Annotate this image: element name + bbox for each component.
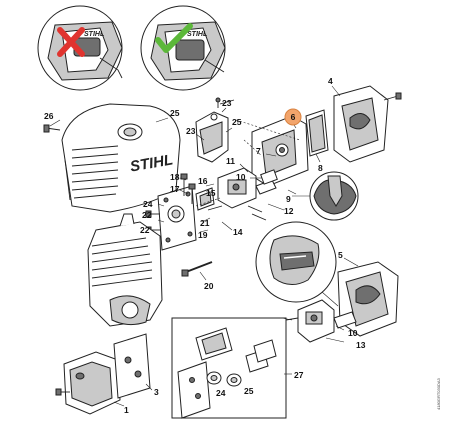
choke-knob-magnified [255, 221, 339, 307]
callout-6: 6 [291, 112, 296, 122]
muffler-gasket [113, 333, 151, 399]
callout-15: 15 [206, 188, 216, 198]
callout-17: 17 [170, 184, 180, 194]
callout-13: 13 [356, 340, 366, 350]
filter-cover-23 [195, 97, 235, 163]
callout-24: 24 [143, 199, 153, 209]
callout-27: 27 [294, 370, 304, 380]
air-filter-element [305, 109, 329, 157]
callout-5: 5 [338, 250, 343, 260]
callout-24-set: 24 [216, 388, 226, 398]
callout-20: 20 [204, 281, 214, 291]
callout-4: 4 [328, 76, 333, 86]
document-code: 4180GRT030DA3 [436, 378, 441, 411]
callout-14: 14 [233, 227, 243, 237]
engine-shroud: STIHL [61, 103, 181, 213]
engine-block [87, 213, 163, 327]
bolts-18-19 [180, 173, 196, 204]
rod-20 [181, 261, 213, 277]
callout-8: 8 [318, 163, 323, 173]
callout-25: 25 [170, 108, 180, 118]
filter-cover-4 [333, 85, 402, 163]
callout-16: 16 [198, 176, 208, 186]
callout-25-set: 25 [244, 386, 254, 396]
correct-orientation-inset: STIHL [140, 5, 226, 91]
callout-10: 10 [236, 172, 246, 182]
callout-12: 12 [284, 206, 294, 216]
callout-18: 18 [170, 172, 180, 182]
leader-lines [49, 85, 359, 407]
callout-22-lower: 22 [140, 225, 150, 235]
callout-1: 1 [124, 405, 129, 415]
shroud-screw-26 [43, 124, 61, 133]
muffler [55, 351, 121, 415]
callout-23: 23 [222, 98, 232, 108]
wrong-cross-icon [57, 27, 85, 57]
wrong-inset-brand: STIHL [84, 31, 104, 38]
correct-check-icon [155, 23, 193, 53]
callout-21: 21 [200, 218, 210, 228]
callout-10-lower: 10 [348, 328, 358, 338]
callout-22: 22 [142, 210, 152, 220]
callout-labels: 26 25 23 25 23 4 7 8 11 10 9 12 14 16 15… [44, 76, 366, 415]
gasket-set-box [171, 317, 287, 419]
callout-11: 11 [226, 156, 235, 166]
callout-25-cover: 25 [232, 117, 242, 127]
air-filter-housing [251, 115, 309, 187]
intake-manifold [157, 185, 197, 251]
callout-9: 9 [286, 194, 291, 204]
callout-19: 19 [198, 230, 208, 240]
correct-inset-brand: STIHL [187, 31, 207, 38]
choke-lever-magnified [292, 171, 359, 221]
callout-23-lower: 23 [186, 126, 196, 136]
callout-3: 3 [154, 387, 159, 397]
carburetor-lower [285, 299, 357, 343]
callout-26: 26 [44, 111, 54, 121]
highlight-callout-6: 6 [284, 108, 302, 126]
assembly-dash-lines [195, 119, 301, 207]
callout-7: 7 [256, 146, 261, 156]
carburetor-assembly [207, 167, 278, 221]
